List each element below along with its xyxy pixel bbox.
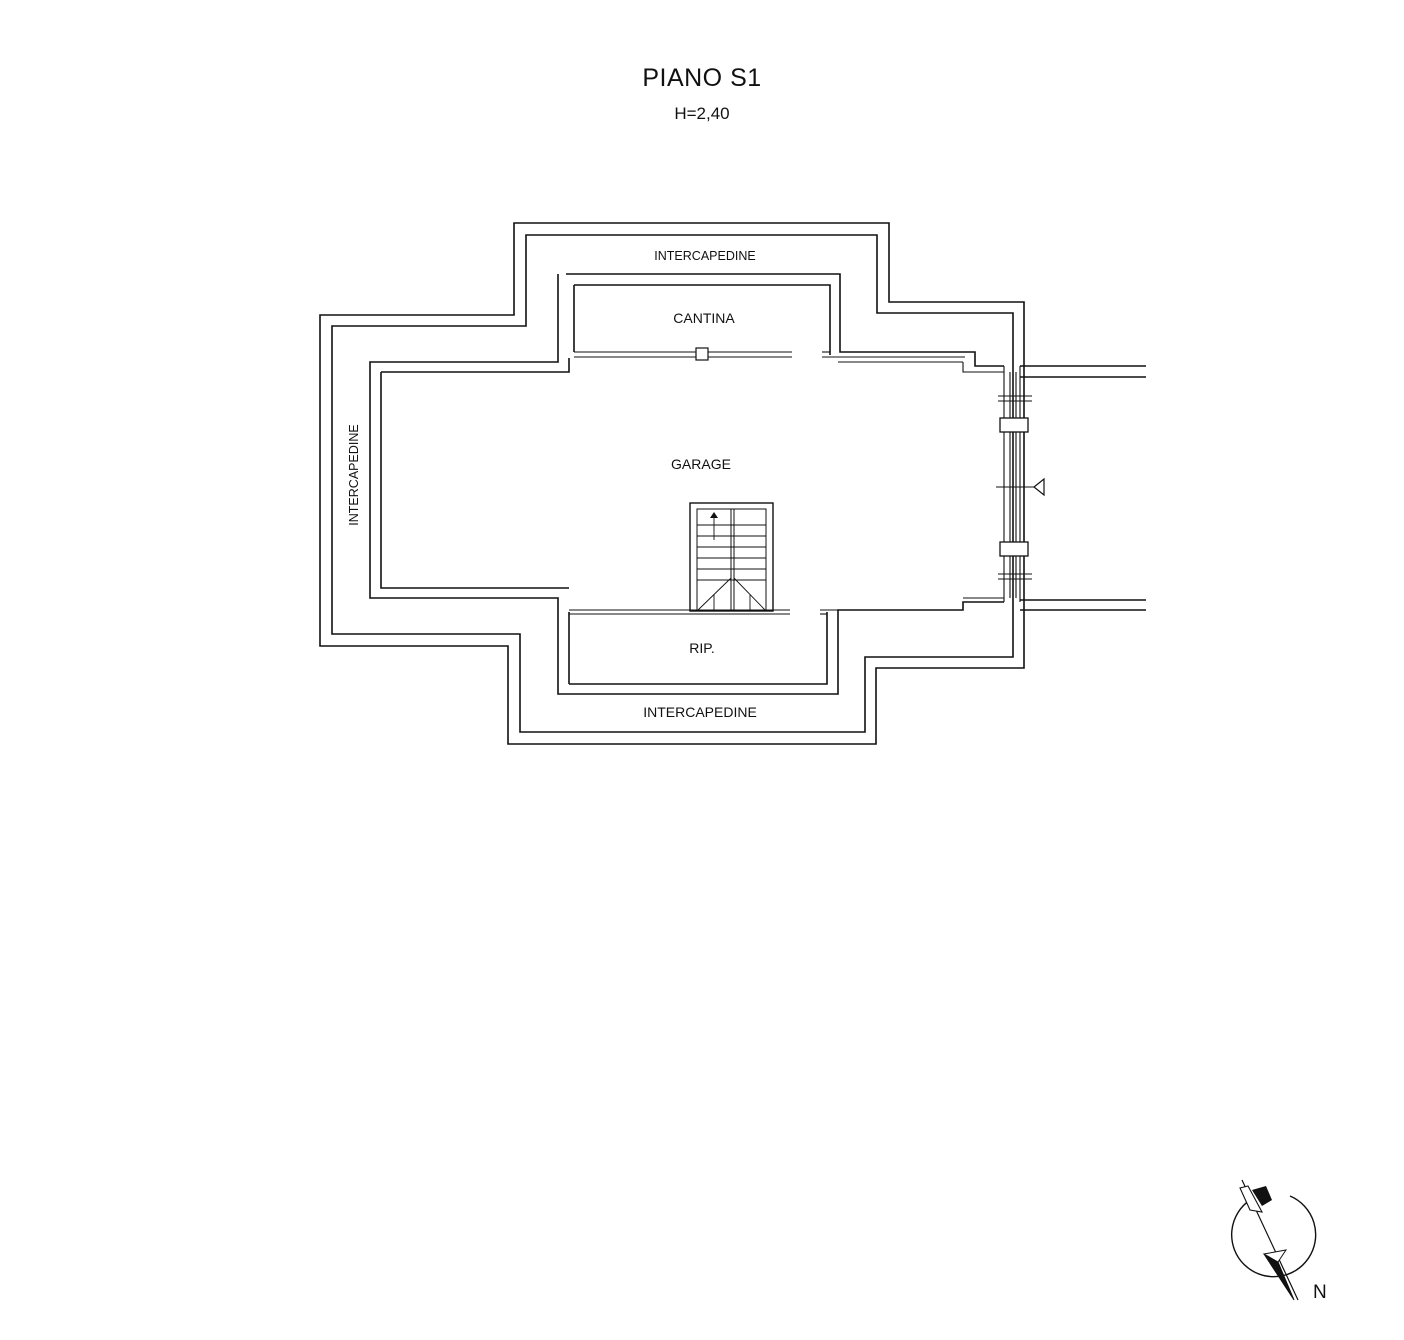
staircase [689,502,774,612]
plan-title: PIANO S1 [642,64,762,92]
label-cantina: CANTINA [673,310,735,326]
inner-wall-inner-line [380,284,831,685]
north-compass-icon [1230,1179,1317,1301]
label-intercapedine-top: INTERCAPEDINE [654,249,755,263]
label-rip: RIP. [689,640,714,656]
label-intercapedine-left: INTERCAPEDINE [347,424,361,525]
structural-pillar [695,347,709,361]
door-jamb-top [999,417,1029,433]
door-jamb-bottom [999,541,1029,557]
cantina-partition-step [962,362,1004,373]
inner-wall-outer-line [369,273,1004,695]
outer-wall-outer-line [319,222,1025,745]
label-intercapedine-bottom: INTERCAPEDINE [643,704,757,720]
north-label: N [1313,1282,1327,1303]
ceiling-height-label: H=2,40 [674,104,730,123]
label-garage: GARAGE [671,456,731,472]
entrance-arrow-icon [1033,477,1045,497]
outer-wall-inner-line [331,234,1014,733]
